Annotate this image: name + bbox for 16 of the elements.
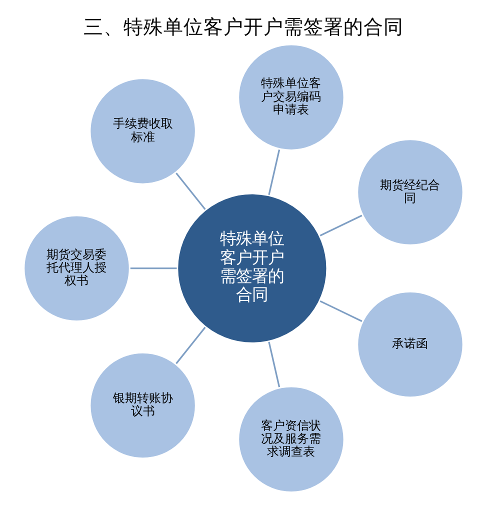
node-circle: 银期转账协议书 bbox=[88, 350, 198, 460]
node-circle: 期货交易委托代理人授权书 bbox=[22, 214, 132, 322]
connector bbox=[268, 341, 280, 387]
node-circle: 承诺函 bbox=[356, 290, 465, 398]
connector bbox=[320, 214, 362, 236]
node-circle: 手续费收取标准 bbox=[88, 76, 198, 186]
connector bbox=[130, 267, 177, 269]
node-circle: 客户资信状况及服务需求调查表 bbox=[236, 384, 346, 494]
node-circle: 特殊单位客户开户需签署的合同 bbox=[176, 192, 328, 344]
node-circle: 期货经纪合同 bbox=[356, 137, 465, 246]
connector bbox=[176, 326, 206, 364]
diagram-title: 三、特殊单位客户开户需签署的合同 bbox=[84, 15, 404, 38]
connector bbox=[268, 148, 280, 195]
node-circle: 特殊单位客户交易编码申请表 bbox=[236, 42, 346, 152]
connector bbox=[320, 300, 362, 322]
connector bbox=[176, 172, 206, 210]
